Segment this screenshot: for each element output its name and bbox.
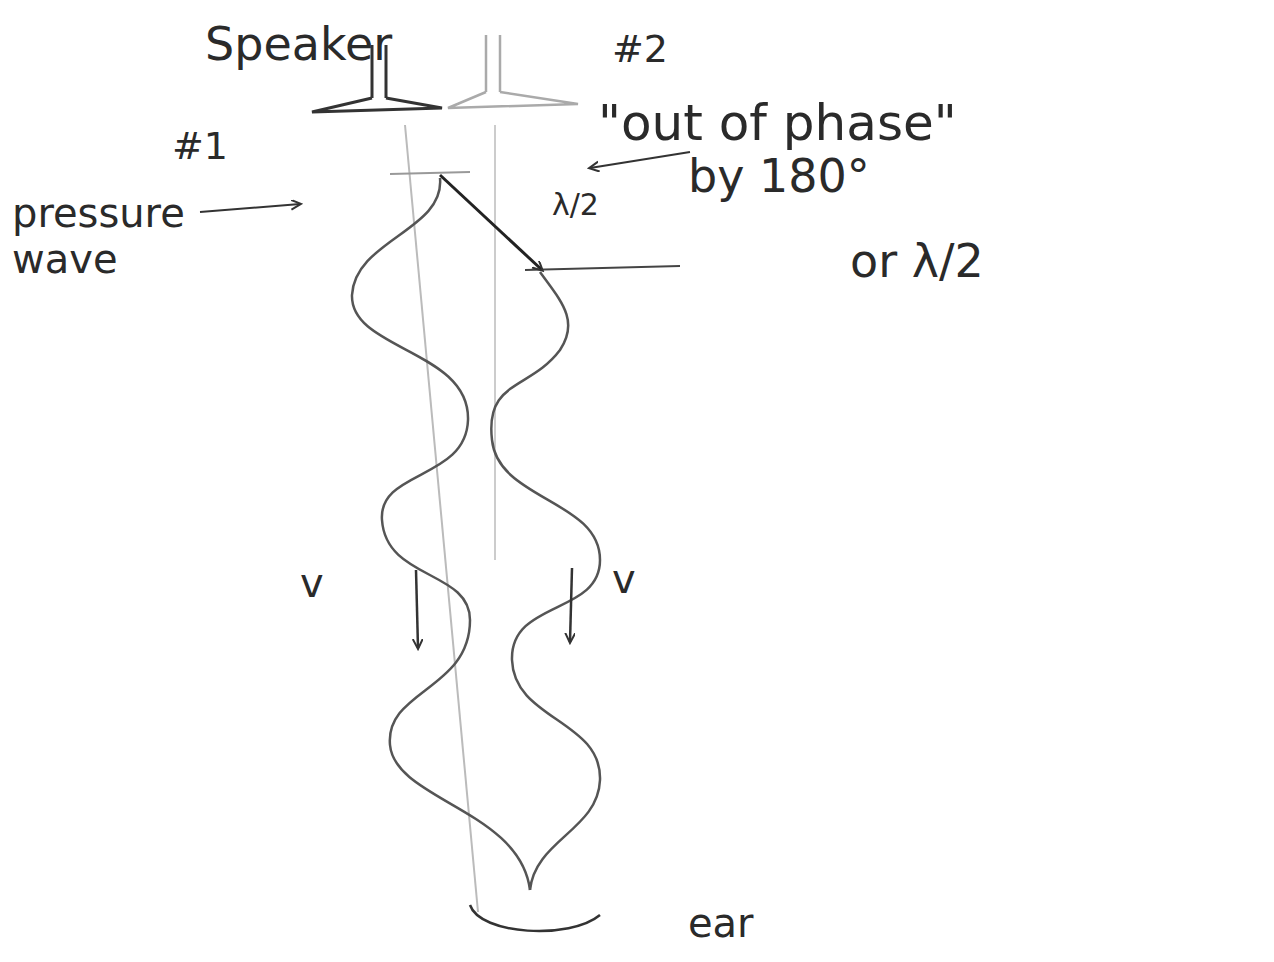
ear-symbol — [470, 905, 600, 931]
phase-arrow — [440, 175, 542, 270]
axis-line — [494, 125, 496, 560]
reference-line — [525, 266, 680, 270]
annotation: "out of phase" — [598, 95, 957, 153]
reference-line — [390, 172, 470, 174]
axis-line — [405, 125, 478, 912]
part-name: Speaker — [205, 18, 392, 71]
part-name: #2 — [612, 28, 668, 72]
annotation: pressure wave — [12, 190, 202, 282]
pressure-wave — [352, 178, 530, 890]
dimension: λ/2 — [552, 188, 599, 223]
velocity-label: v — [612, 556, 636, 602]
part-name: #1 — [172, 125, 228, 169]
part-name: ear — [688, 900, 754, 946]
leader-arrow — [590, 152, 690, 168]
velocity-label: v — [300, 560, 324, 606]
velocity-arrow — [416, 570, 418, 648]
pressure-wave — [491, 272, 600, 890]
annotation: by 180° — [688, 150, 870, 203]
velocity-arrow — [570, 568, 572, 642]
leader-arrow — [200, 204, 300, 212]
speaker-2 — [448, 35, 578, 108]
annotation: or λ/2 — [850, 235, 984, 288]
